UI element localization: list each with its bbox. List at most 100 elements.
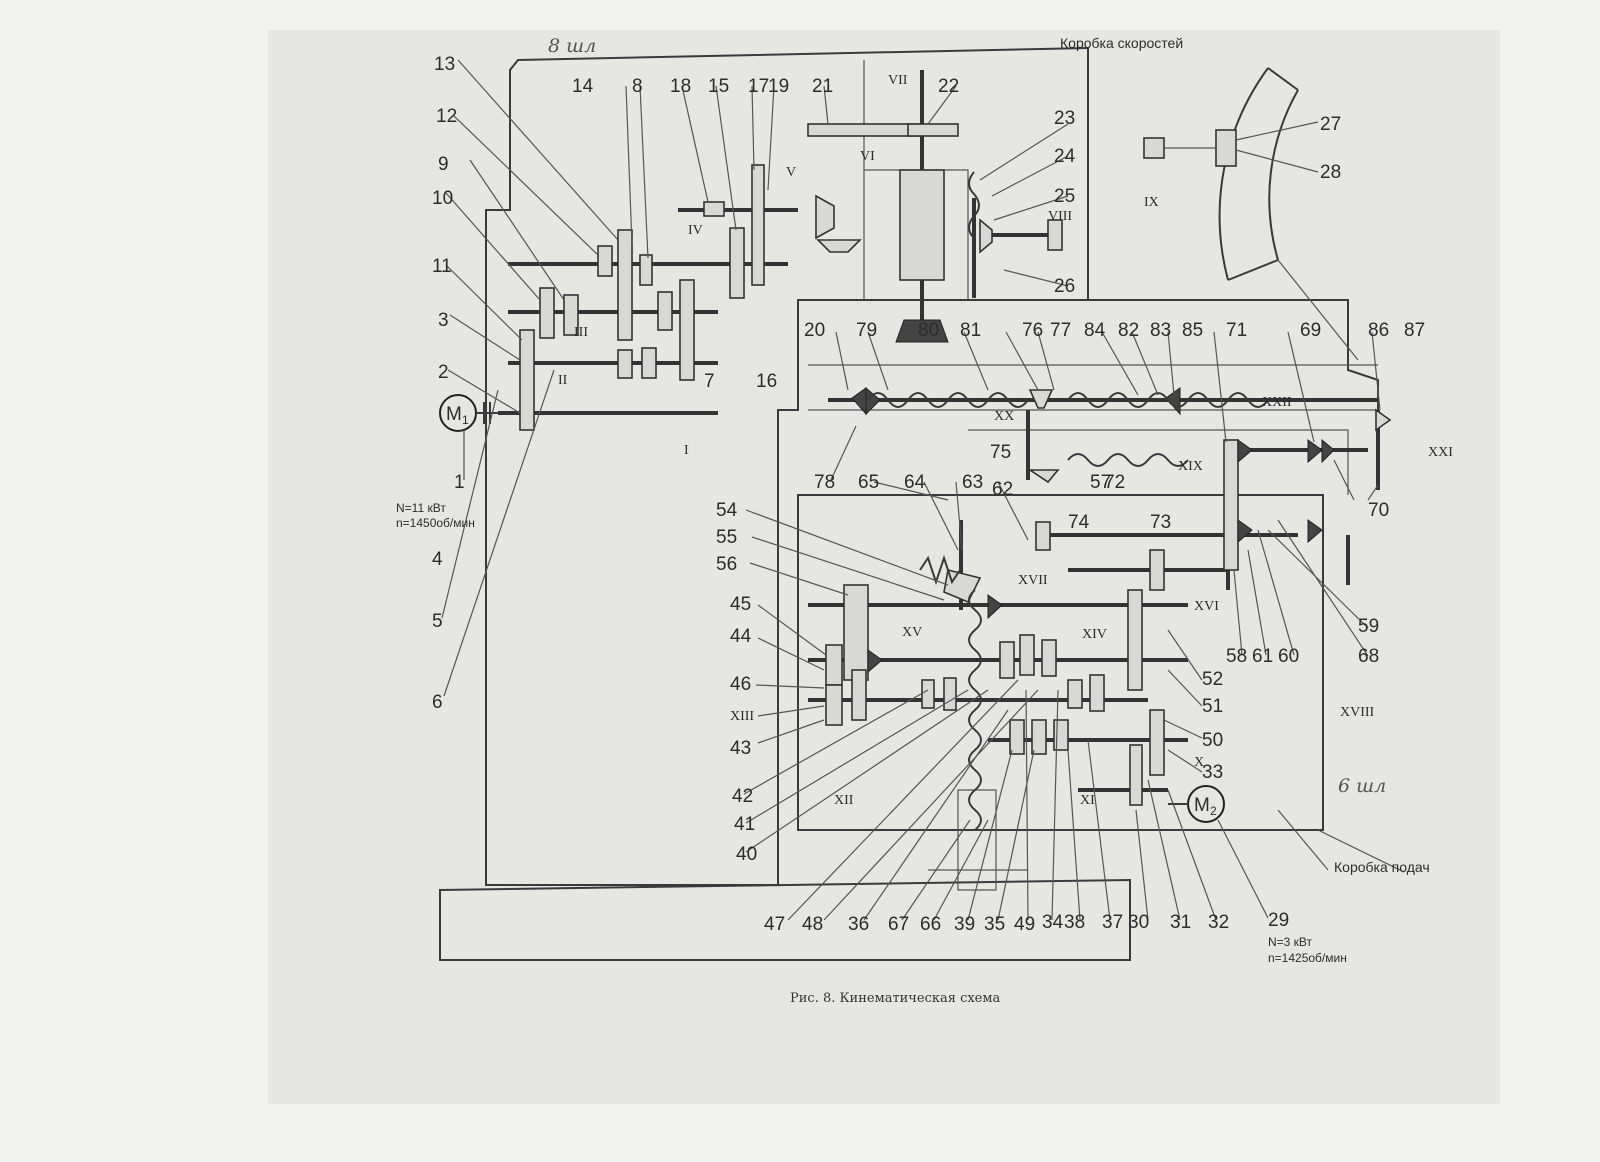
motor-2-power: N=3 кВт xyxy=(1268,935,1313,949)
part-number: 66 xyxy=(920,914,941,935)
part-number: 8 xyxy=(632,76,643,97)
part-number: 40 xyxy=(736,844,757,865)
part-number: 54 xyxy=(716,500,738,521)
shaft-label: XXII xyxy=(1262,395,1292,410)
part-number: 85 xyxy=(1182,320,1203,341)
part-number: 35 xyxy=(984,914,1005,935)
shaft-label: XV xyxy=(902,625,922,640)
motor-2-speed: n=1425об/мин xyxy=(1268,951,1347,965)
part-number: 51 xyxy=(1202,696,1223,717)
shaft-label: XVIII xyxy=(1340,705,1375,720)
feed-box-title: Коробка подач xyxy=(1334,859,1430,875)
part-number: 64 xyxy=(904,472,926,493)
motor-2-sub: 2 xyxy=(1210,804,1217,818)
part-number: 81 xyxy=(960,320,981,341)
part-number: 63 xyxy=(962,472,983,493)
part-number: 33 xyxy=(1202,762,1223,783)
part-number: 39 xyxy=(954,914,975,935)
part-number: 17 xyxy=(748,76,769,97)
part-number: 49 xyxy=(1014,914,1035,935)
part-number: 80 xyxy=(918,320,939,341)
motor-2-label: M xyxy=(1194,795,1210,816)
speed-box-title: Коробка скоростей xyxy=(1060,35,1183,51)
shaft-label: II xyxy=(558,373,568,388)
part-number: 4 xyxy=(432,549,443,570)
part-number: 9 xyxy=(438,154,449,175)
shaft-label: XIX xyxy=(1178,459,1203,474)
part-number: 79 xyxy=(856,320,877,341)
shaft-label: XXI xyxy=(1428,445,1453,460)
part-number: 62 xyxy=(992,479,1013,500)
part-number-labels: 1 2 3 4 5 6 7 8 9 10 11 12 13 14 15 16 1… xyxy=(432,54,1425,935)
part-number: 18 xyxy=(670,76,691,97)
diagram-sheet: M 1 N=11 кВт n=1450об/мин M 2 N=3 кВт n=… xyxy=(268,30,1500,1104)
motor-1: M 1 N=11 кВт n=1450об/мин xyxy=(396,394,498,530)
part-number: 70 xyxy=(1368,500,1389,521)
part-number: 42 xyxy=(732,786,753,807)
shaft-label: X xyxy=(1194,755,1204,770)
motor-1-label: M xyxy=(446,404,462,425)
part-number: 59 xyxy=(1358,616,1379,637)
part-number: 32 xyxy=(1208,912,1229,933)
shaft-label: XVII xyxy=(1018,573,1048,588)
part-number: 7 xyxy=(704,371,715,392)
motor-2: M 2 N=3 кВт n=1425об/мин xyxy=(1168,785,1347,965)
part-number: 11 xyxy=(432,256,452,277)
part-number: 20 xyxy=(804,320,825,341)
shaft-label: XII xyxy=(834,793,854,808)
part-number: 23 xyxy=(1054,108,1075,129)
part-number: 73 xyxy=(1150,512,1171,533)
part-number: 37 xyxy=(1102,912,1123,933)
part-number: 29 xyxy=(1268,910,1289,931)
shaft-label: I xyxy=(684,443,689,458)
part-number: 65 xyxy=(858,472,879,493)
part-number: 84 xyxy=(1084,320,1106,341)
part-number: 31 xyxy=(1170,912,1191,933)
part-number: 34 xyxy=(1042,912,1064,933)
part-number: 14 xyxy=(572,76,594,97)
part-number: 82 xyxy=(1118,320,1139,341)
part-number: 71 xyxy=(1226,320,1247,341)
motor-1-sub: 1 xyxy=(462,413,469,427)
part-number: 27 xyxy=(1320,114,1341,135)
part-number: 24 xyxy=(1054,146,1076,167)
part-number: 47 xyxy=(764,914,785,935)
shaft-label: XVI xyxy=(1194,599,1219,614)
part-number: 61 xyxy=(1252,646,1273,667)
part-number: 2 xyxy=(438,362,449,383)
shaft-label: V xyxy=(786,165,796,180)
part-number: 5 xyxy=(432,611,443,632)
motor-1-speed: n=1450об/мин xyxy=(396,516,475,530)
part-number: 36 xyxy=(848,914,869,935)
feed-dial xyxy=(1143,67,1359,361)
part-number: 57 xyxy=(1090,472,1111,493)
part-number: 76 xyxy=(1022,320,1043,341)
part-number: 78 xyxy=(814,472,835,493)
part-number: 16 xyxy=(756,371,777,392)
part-number: 25 xyxy=(1054,186,1075,207)
part-number: 41 xyxy=(734,814,755,835)
part-number: 58 xyxy=(1226,646,1247,667)
shaft-label: VIII xyxy=(1048,209,1072,224)
shaft-label: XX xyxy=(994,409,1014,424)
part-number: 86 xyxy=(1368,320,1389,341)
part-number: 83 xyxy=(1150,320,1171,341)
part-number: 10 xyxy=(432,188,453,209)
figure-caption: Рис. 8. Кинематическая схема xyxy=(790,991,1000,1006)
part-number: 6 xyxy=(432,692,443,713)
part-number: 68 xyxy=(1358,646,1379,667)
part-number: 50 xyxy=(1202,730,1223,751)
part-number: 26 xyxy=(1054,276,1075,297)
part-number: 19 xyxy=(768,76,789,97)
part-number: 22 xyxy=(938,76,959,97)
part-number: 74 xyxy=(1068,512,1090,533)
part-number: 15 xyxy=(708,76,729,97)
leader-lines xyxy=(441,59,1405,921)
handwritten-note-top: 8 шл xyxy=(548,35,596,57)
part-number: 13 xyxy=(434,54,455,75)
part-number: 77 xyxy=(1050,320,1071,341)
part-number: 72 xyxy=(1104,472,1125,493)
part-number: 55 xyxy=(716,527,737,548)
motor-1-power: N=11 кВт xyxy=(396,501,446,515)
part-number: 46 xyxy=(730,674,751,695)
